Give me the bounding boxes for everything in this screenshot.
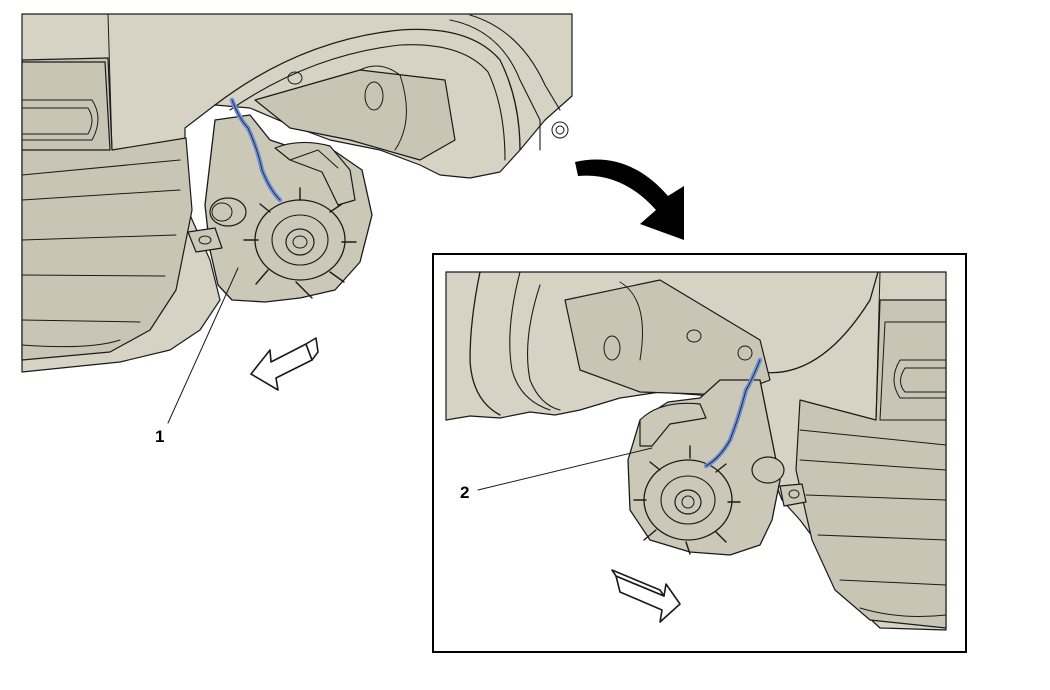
- main-view: 1: [21, 13, 573, 446]
- curved-arrow-icon: [575, 159, 684, 240]
- wheel-well-arch: [214, 28, 521, 151]
- tail-lamp: [21, 61, 111, 151]
- knuckle-hub-assembly-main: [187, 114, 373, 303]
- callout-1-leader: [167, 267, 239, 424]
- knuckle-hub-assembly-inset: [627, 379, 807, 556]
- callout-1: 1: [155, 427, 164, 446]
- callout-2-leader: [477, 447, 653, 491]
- callout-2: 2: [460, 483, 469, 502]
- inset-view: 2: [432, 253, 967, 653]
- inset-wheel-well: [469, 271, 501, 416]
- direction-arrow-left-icon: [250, 337, 319, 391]
- direction-arrow-right-icon: [611, 569, 681, 623]
